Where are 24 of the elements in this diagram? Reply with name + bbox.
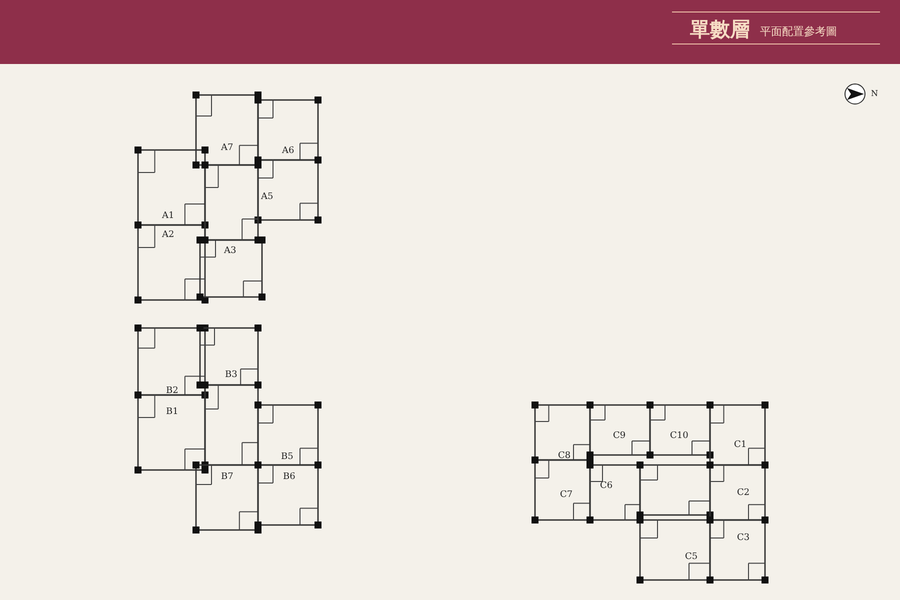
unit-label: C2 xyxy=(737,488,750,498)
compass-letter: N xyxy=(871,89,878,98)
unit-label: B1 xyxy=(166,407,178,417)
unit-label: B7 xyxy=(221,472,234,482)
unit-label: C7 xyxy=(560,490,573,500)
unit-label: C1 xyxy=(734,440,747,450)
unit-label: A7 xyxy=(221,143,234,153)
unit-label: A5 xyxy=(261,192,274,202)
unit-label: C10 xyxy=(670,431,688,441)
unit-label: B2 xyxy=(166,386,178,396)
unit-label: C3 xyxy=(737,533,750,543)
unit-label: A6 xyxy=(282,146,294,156)
unit-label: C9 xyxy=(613,431,626,441)
unit-label: A3 xyxy=(224,246,236,256)
page-title: 單數層 xyxy=(690,16,750,43)
subtitle: 平面配置參考圖 xyxy=(760,24,837,39)
unit-label: C6 xyxy=(600,481,613,491)
unit-label: B6 xyxy=(283,472,296,482)
unit-label: A2 xyxy=(162,230,174,240)
unit-label: B3 xyxy=(225,370,238,380)
unit-label: C8 xyxy=(558,451,571,461)
unit-label: C5 xyxy=(685,552,698,562)
unit-label: A1 xyxy=(162,211,174,221)
unit-label: B5 xyxy=(281,452,294,462)
